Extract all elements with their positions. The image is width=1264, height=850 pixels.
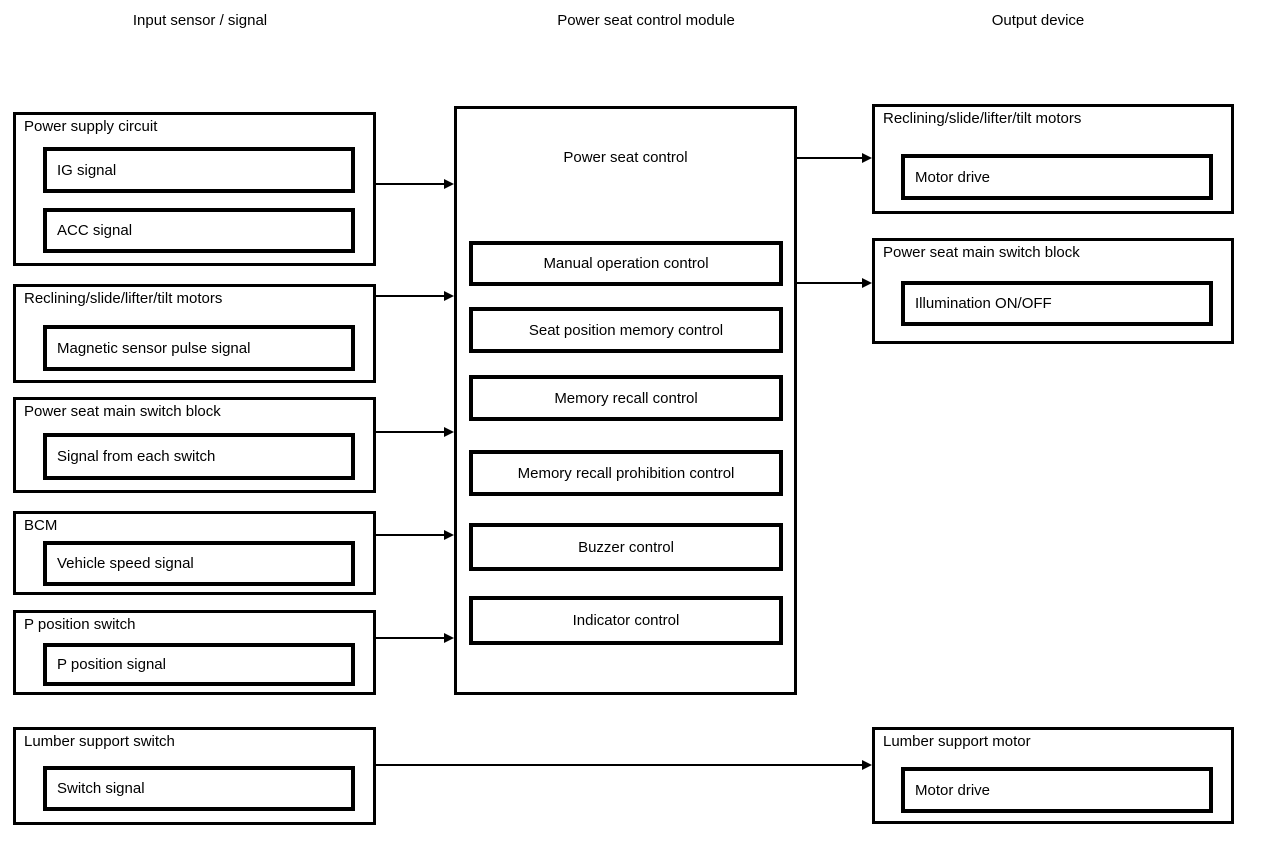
box-title: P position switch — [24, 616, 136, 633]
arrow-motors-to-module — [376, 295, 444, 297]
box-title: Power seat main switch block — [883, 244, 1080, 261]
arrow-p-position-to-module — [376, 637, 444, 639]
signal-box-magnetic-sensor-pulse-signal: Magnetic sensor pulse signal — [43, 325, 355, 371]
input-box-power-supply-circuit: Power supply circuit IG signal ACC signa… — [13, 112, 376, 266]
signal-box-motor-drive: Motor drive — [901, 154, 1213, 200]
signal-box-signal-from-each-switch: Signal from each switch — [43, 433, 355, 480]
function-box-buzzer-control: Buzzer control — [469, 523, 783, 571]
module-box-power-seat-control: Power seat control Manual operation cont… — [454, 106, 797, 695]
box-title: Lumber support motor — [883, 733, 1031, 750]
column-header-module: Power seat control module — [557, 12, 735, 29]
output-box-lumber-support-motor: Lumber support motor Motor drive — [872, 727, 1234, 824]
signal-box-switch-signal: Switch signal — [43, 766, 355, 811]
module-title: Power seat control — [563, 149, 688, 166]
arrow-bcm-to-module — [376, 534, 444, 536]
box-title: Power seat main switch block — [24, 403, 221, 420]
function-box-memory-recall-control: Memory recall control — [469, 375, 783, 421]
input-box-bcm: BCM Vehicle speed signal — [13, 511, 376, 595]
input-box-power-seat-main-switch-block: Power seat main switch block Signal from… — [13, 397, 376, 493]
column-header-output: Output device — [991, 12, 1085, 29]
input-box-reclining-slide-lifter-tilt-motors: Reclining/slide/lifter/tilt motors Magne… — [13, 284, 376, 383]
box-title: Power supply circuit — [24, 118, 158, 135]
function-box-memory-recall-prohibition-control: Memory recall prohibition control — [469, 450, 783, 496]
arrow-switch-block-to-module — [376, 431, 444, 433]
signal-box-p-position-signal: P position signal — [43, 643, 355, 686]
box-title: Lumber support switch — [24, 733, 175, 750]
input-box-p-position-switch: P position switch P position signal — [13, 610, 376, 695]
arrow-lumber-switch-to-lumber-motor — [376, 764, 862, 766]
arrow-power-supply-to-module — [376, 183, 444, 185]
output-box-reclining-slide-lifter-tilt-motors: Reclining/slide/lifter/tilt motors Motor… — [872, 104, 1234, 214]
box-title: Reclining/slide/lifter/tilt motors — [24, 290, 223, 307]
box-title: Reclining/slide/lifter/tilt motors — [883, 110, 1082, 127]
column-header-input: Input sensor / signal — [132, 12, 268, 29]
function-box-seat-position-memory-control: Seat position memory control — [469, 307, 783, 353]
signal-box-ig-signal: IG signal — [43, 147, 355, 193]
function-box-indicator-control: Indicator control — [469, 596, 783, 645]
output-box-power-seat-main-switch-block: Power seat main switch block Illuminatio… — [872, 238, 1234, 344]
arrow-module-to-switch-block — [797, 282, 862, 284]
signal-box-acc-signal: ACC signal — [43, 208, 355, 253]
signal-box-vehicle-speed-signal: Vehicle speed signal — [43, 541, 355, 586]
function-box-manual-operation-control: Manual operation control — [469, 241, 783, 286]
box-title: BCM — [24, 517, 58, 534]
signal-box-motor-drive-lumber: Motor drive — [901, 767, 1213, 813]
input-box-lumber-support-switch: Lumber support switch Switch signal — [13, 727, 376, 825]
signal-box-illumination-on-off: Illumination ON/OFF — [901, 281, 1213, 326]
arrow-module-to-motors — [797, 157, 862, 159]
